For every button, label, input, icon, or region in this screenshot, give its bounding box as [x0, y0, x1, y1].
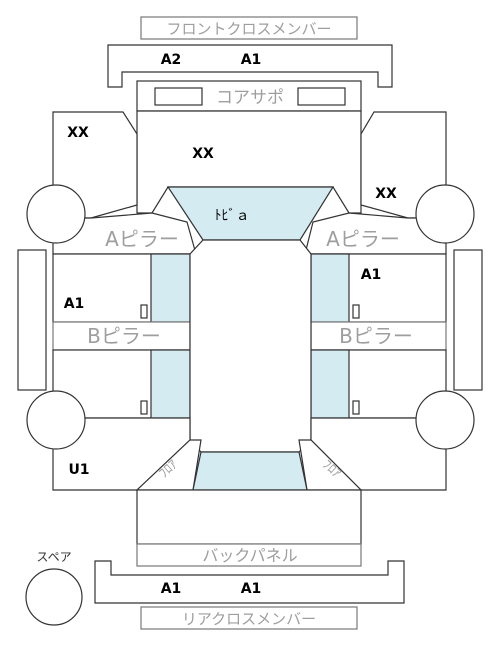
core-support-label: コアサポ: [216, 88, 284, 108]
rear-cross-member: [94, 560, 405, 604]
front-cross-member-label: フロントクロスメンバー: [166, 20, 331, 38]
spare-wheel: [25, 568, 83, 626]
right-front-door-grade: A1: [361, 267, 382, 283]
rear-cross-member-label-box: [140, 606, 358, 630]
front-left-fender-grade: XX: [67, 125, 89, 141]
roof-label: ﾄﾋﾞａ: [215, 208, 250, 224]
core-support-right-slot: [297, 87, 346, 106]
front-cross-grade-right: A1: [241, 52, 262, 68]
right-front-handle: [352, 304, 360, 319]
roof-panel: [189, 239, 312, 453]
front-right-wheel: [415, 184, 475, 244]
left-front-door-grade: A1: [64, 296, 85, 312]
core-support-left-slot: [154, 87, 203, 106]
rear-left-wheel: [26, 390, 86, 450]
front-left-wheel: [26, 184, 86, 244]
back-panel-label: バックパネル: [202, 546, 297, 565]
left-rear-window: [150, 349, 191, 419]
right-front-window: [310, 253, 350, 323]
rear-right-wheel: [415, 390, 475, 450]
spare-label: スペア: [36, 550, 71, 564]
a-pillar-right-label: Aピラー: [326, 227, 400, 251]
hood-grade: XX: [192, 146, 214, 162]
rear-window: [192, 451, 308, 491]
b-pillar-left-label: Bピラー: [87, 324, 161, 348]
right-rear-window: [310, 349, 350, 419]
left-side-sill: [17, 249, 47, 391]
right-side-sill: [453, 249, 483, 391]
front-right-fender-grade: XX: [375, 186, 397, 202]
rear-cross-grade-left: A1: [161, 581, 182, 597]
rear-left-quarter-grade: U1: [68, 462, 89, 478]
b-pillar-right: [310, 321, 447, 351]
a-pillar-left-label: Aピラー: [105, 227, 179, 251]
trunk-panel: [136, 489, 362, 545]
left-front-handle: [140, 304, 148, 319]
rear-cross-member-label: リアクロスメンバー: [182, 610, 316, 628]
right-rear-handle: [352, 400, 360, 415]
front-cross-grade-left: A2: [161, 52, 182, 68]
rear-cross-grade-right: A1: [241, 581, 262, 597]
windshield: [166, 186, 335, 241]
left-front-window: [150, 253, 191, 323]
b-pillar-right-label: Bピラー: [339, 324, 413, 348]
back-panel: [136, 543, 362, 567]
front-cross-member-label-box: [140, 16, 358, 40]
left-rear-handle: [140, 400, 148, 415]
front-cross-member: [107, 44, 393, 88]
